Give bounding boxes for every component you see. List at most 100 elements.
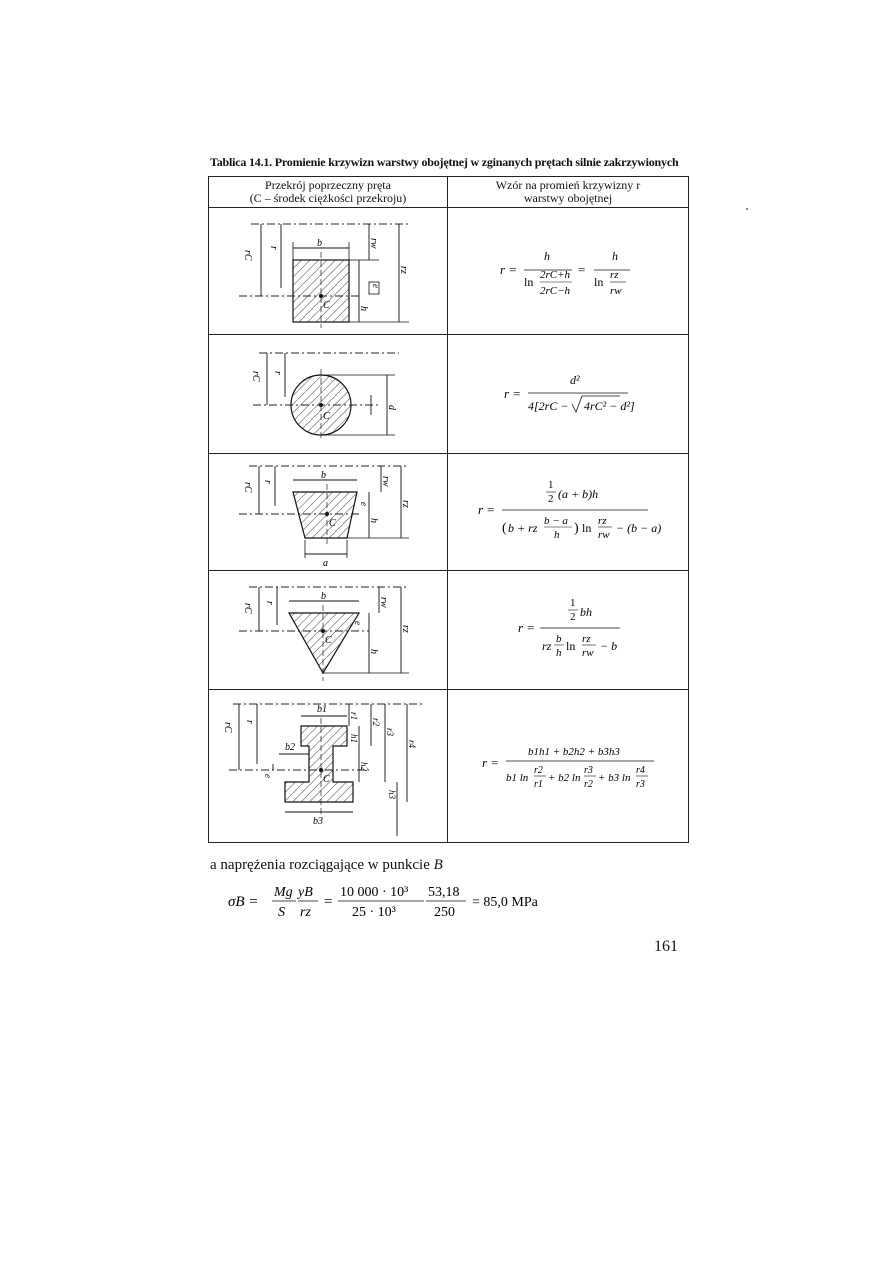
- svg-text:r =: r =: [478, 502, 495, 517]
- svg-text:r =: r =: [482, 755, 499, 770]
- header-col1-line1: Przekrój poprzeczny pręta: [265, 178, 391, 192]
- svg-text:rz: rz: [400, 625, 411, 633]
- table-title: Tablica 14.1. Promienie krzywizn warstwy…: [210, 155, 679, 169]
- svg-text:ln: ln: [594, 275, 603, 289]
- svg-text:− (b − a): − (b − a): [616, 521, 661, 535]
- svg-text:r =: r =: [518, 620, 535, 635]
- svg-text:ln: ln: [582, 521, 591, 535]
- svg-text:r2: r2: [584, 779, 593, 790]
- svg-text:rC: rC: [242, 603, 253, 614]
- rectangle-figure-cell: C rC r b rw rz h: [208, 207, 448, 335]
- circle-figure-cell: C rC r d: [208, 334, 448, 454]
- svg-text:d²: d²: [570, 373, 580, 387]
- sigma-equation: σB = Mg S yB rz = 10 000 · 10³ 25 · 10³ …: [228, 885, 539, 920]
- svg-text:+ b3 ln: + b3 ln: [598, 772, 631, 784]
- trapezoid-formula-cell: r = 1 2 (a + b)h ( b + rz b − a h ) ln r…: [447, 453, 689, 571]
- svg-text:b1: b1: [317, 704, 327, 715]
- trapezoid-figure-cell: C rC r b a rw rz h e: [208, 453, 448, 571]
- svg-text:): ): [574, 521, 579, 536]
- svg-text:rC: rC: [242, 482, 253, 493]
- header-col2-line2: warstwy obojętnej: [523, 191, 613, 205]
- svg-text:yB: yB: [296, 885, 313, 900]
- svg-text:2rC−h: 2rC−h: [540, 285, 571, 297]
- svg-text:r: r: [264, 601, 275, 605]
- svg-text:r =: r =: [500, 262, 517, 277]
- svg-text:b1h1 + b2h2 + b3h3: b1h1 + b2h2 + b3h3: [528, 746, 620, 758]
- svg-text:rz: rz: [610, 269, 619, 281]
- svg-text:rz: rz: [598, 515, 607, 527]
- svg-text:h1: h1: [349, 734, 359, 743]
- point-b-label: B: [433, 857, 443, 873]
- svg-text:+ b2 ln: + b2 ln: [548, 772, 581, 784]
- svg-text:(a + b)h: (a + b)h: [558, 487, 598, 501]
- body-text-tensile-stress: a naprężenia rozciągające w punkcie B: [210, 857, 443, 874]
- svg-text:rz: rz: [582, 633, 591, 645]
- svg-text:h: h: [368, 518, 379, 523]
- i-section-figure-cell: C rC r b1 b2 b3 r1 r2 r3 r4 h1: [208, 689, 448, 843]
- svg-text:r2: r2: [534, 765, 543, 776]
- eq-numerator-1: 10 000 · 10³: [340, 885, 408, 900]
- header-cross-section: Przekrój poprzeczny pręta (C – środek ci…: [208, 176, 448, 208]
- page-number: 161: [654, 938, 678, 955]
- i-section-formula-cell: r = b1h1 + b2h2 + b3h3 b1 ln r2 r1 + b2 …: [447, 689, 689, 843]
- table-row-rectangle: C rC r b rw rz h: [208, 207, 689, 335]
- svg-text:C: C: [323, 774, 330, 785]
- svg-text:rC: rC: [222, 722, 233, 733]
- svg-text:e: e: [371, 284, 381, 288]
- circle-formula-cell: r = d² 4[2rC − 4rC² − d²]: [447, 334, 689, 454]
- triangle-formula-cell: r = 1 2 bh rz b h ln rz rw − b: [447, 570, 689, 690]
- svg-text:e: e: [263, 774, 273, 778]
- i-section-formula: r = b1h1 + b2h2 + b3h3 b1 ln r2 r1 + b2 …: [482, 746, 654, 790]
- svg-text:r: r: [268, 246, 279, 250]
- scan-speck: [746, 208, 748, 210]
- svg-text:h3: h3: [387, 790, 397, 800]
- rectangle-formula-cell: r = h ln 2rC+h 2rC−h = h ln rz rw: [447, 207, 689, 335]
- svg-text:rz: rz: [400, 500, 411, 508]
- svg-text:2rC+h: 2rC+h: [540, 269, 571, 281]
- svg-text:=: =: [578, 262, 585, 277]
- svg-text:h2: h2: [359, 762, 369, 772]
- header-col2-line1: Wzór na promień krzywizny r: [495, 178, 641, 192]
- triangle-formula: r = 1 2 bh rz b h ln rz rw − b: [518, 597, 620, 659]
- svg-text:rw: rw: [582, 647, 594, 659]
- svg-text:Mg: Mg: [273, 885, 293, 900]
- triangle-section-diagram: C rC r b rw rz h e: [239, 586, 411, 681]
- table-row-trapezoid: C rC r b a rw rz h e: [208, 453, 689, 571]
- eq-denominator-2: 250: [434, 905, 455, 920]
- svg-text:r1: r1: [534, 779, 543, 790]
- eq-denominator-1: 25 · 10³: [352, 905, 396, 920]
- svg-text:2: 2: [570, 611, 576, 623]
- svg-text:(: (: [502, 521, 507, 536]
- svg-text:rz: rz: [300, 905, 311, 920]
- eq-numerator-2: 53,18: [428, 885, 460, 900]
- svg-text:r1: r1: [349, 712, 359, 720]
- svg-text:r3: r3: [385, 728, 395, 737]
- svg-text:bh: bh: [580, 605, 592, 619]
- svg-text:b2: b2: [285, 742, 295, 753]
- svg-text:4rC² − d²]: 4rC² − d²]: [584, 399, 635, 413]
- header-col1-line2: (C – środek ciężkości przekroju): [249, 191, 407, 205]
- svg-text:d: d: [386, 405, 397, 411]
- svg-text:r =: r =: [504, 386, 521, 401]
- svg-text:1: 1: [548, 479, 554, 491]
- body-text-prefix: a naprężenia rozciągające w punkcie: [210, 857, 434, 873]
- svg-text:ln: ln: [566, 639, 575, 653]
- svg-text:h: h: [554, 529, 560, 541]
- svg-text:2: 2: [548, 493, 554, 505]
- circle-formula: r = d² 4[2rC − 4rC² − d²]: [504, 373, 635, 413]
- header-formula: Wzór na promień krzywizny r warstwy oboj…: [447, 176, 689, 208]
- table-row-circle: C rC r d r = d² 4[2rC − 4rC² − d²]: [208, 334, 689, 454]
- svg-text:h: h: [612, 249, 618, 263]
- svg-text:r4: r4: [407, 740, 417, 749]
- svg-text:b: b: [317, 238, 322, 249]
- svg-text:σB =: σB =: [228, 894, 258, 910]
- svg-text:S: S: [278, 905, 285, 920]
- svg-text:h: h: [544, 249, 550, 263]
- curvature-radius-table: Przekrój poprzeczny pręta (C – środek ci…: [208, 176, 689, 843]
- svg-text:h: h: [358, 306, 369, 311]
- triangle-figure-cell: C rC r b rw rz h e: [208, 570, 448, 690]
- svg-text:rz: rz: [398, 266, 409, 274]
- table-row-triangle: C rC r b rw rz h e r = 1: [208, 570, 689, 690]
- svg-text:r: r: [272, 371, 283, 375]
- svg-text:1: 1: [570, 597, 576, 609]
